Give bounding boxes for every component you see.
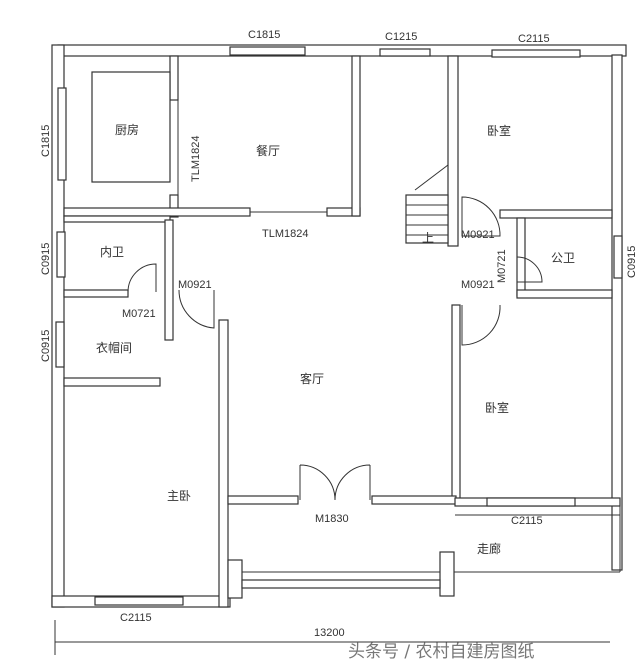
label-bedroom-ne: 卧室: [487, 123, 511, 138]
code-door-bedroom-ne: M0921: [461, 229, 495, 241]
window-c1215-top: [379, 48, 431, 57]
wall-master-right: [218, 319, 229, 608]
wall-dining-right: [351, 55, 361, 217]
railing-post-left: [227, 559, 243, 599]
code-door-bedroom-se: M0921: [461, 279, 495, 291]
label-bedroom-se: 卧室: [485, 400, 509, 415]
wall-right: [611, 54, 623, 571]
code-door-public-bath: M0721: [496, 249, 508, 283]
wall-stair-right: [447, 55, 459, 247]
wall-cloak-bottom: [63, 377, 161, 387]
door-master: [178, 289, 215, 329]
wall-dining-bottom-left: [63, 207, 251, 217]
door-entrance: [299, 464, 371, 501]
code-window-top-dining: C1815: [248, 29, 280, 41]
label-corridor: 走廊: [477, 541, 501, 556]
railing: [241, 579, 441, 589]
wall-bath-top: [63, 215, 171, 223]
window-c2115-bottom: [94, 596, 184, 606]
label-public-bath: 公卫: [551, 251, 575, 265]
window-c1815-top: [229, 46, 306, 56]
wall-bedroom-se-left: [451, 304, 461, 503]
window-c1815-left: [57, 87, 67, 181]
label-dining: 餐厅: [256, 143, 280, 158]
railing-post-right: [439, 551, 455, 597]
wall-bath-bottom: [63, 289, 129, 298]
code-window-bedroom-se: C2115: [511, 515, 543, 527]
kitchen-counter: [91, 71, 171, 183]
label-kitchen: 厨房: [115, 122, 139, 137]
wall-publicbath-bottom: [516, 289, 613, 299]
label-master-bath: 内卫: [100, 245, 124, 259]
doors: [127, 100, 543, 501]
code-door-master-bath: M0721: [122, 308, 156, 320]
dimension-total: 13200: [314, 627, 345, 639]
code-door-kitchen-sliding: TLM1824: [190, 136, 202, 182]
code-door-dining-sliding: TLM1824: [262, 228, 308, 240]
code-window-master-bottom: C2115: [120, 612, 152, 624]
door-bedroom-se: [461, 304, 501, 346]
code-window-left-kitchen: C1815: [40, 125, 52, 157]
wall-living-bottom-left: [227, 495, 299, 505]
label-living: 客厅: [300, 371, 324, 386]
window-c0915-left: [56, 231, 66, 278]
door-publicbath: [516, 256, 543, 283]
window-c0915-left2: [55, 321, 65, 368]
code-window-left-bath: C0915: [40, 243, 52, 275]
code-window-top-stair: C1215: [385, 31, 417, 43]
code-door-entrance: M1830: [315, 513, 349, 525]
windows: [55, 46, 623, 606]
label-cloakroom: 衣帽间: [96, 340, 132, 355]
label-stair-up: 上: [422, 231, 434, 245]
door-bedroom-ne: [461, 196, 501, 237]
wall-living-bottom-right: [371, 495, 457, 505]
code-window-right-bath: C0915: [626, 246, 638, 278]
wall-kitchen-dining-top: [169, 55, 179, 101]
watermark: 头条号 / 农村自建房图纸: [348, 642, 535, 662]
window-c0915-right: [613, 235, 623, 279]
window-c2115-se: [486, 497, 576, 507]
stair: [405, 164, 449, 244]
wall-bath-right: [164, 219, 174, 341]
wall-bedroom-ne-bottom: [499, 209, 613, 219]
wall-kitchen-dining-bottom: [169, 194, 179, 218]
window-c2115-top: [491, 49, 581, 58]
code-window-left-cloak: C0915: [40, 330, 52, 362]
label-master-bedroom: 主卧: [167, 489, 191, 503]
door-masterbath: [127, 263, 157, 293]
code-door-master: M0921: [178, 279, 212, 291]
code-window-top-bedroom: C2115: [518, 33, 550, 45]
